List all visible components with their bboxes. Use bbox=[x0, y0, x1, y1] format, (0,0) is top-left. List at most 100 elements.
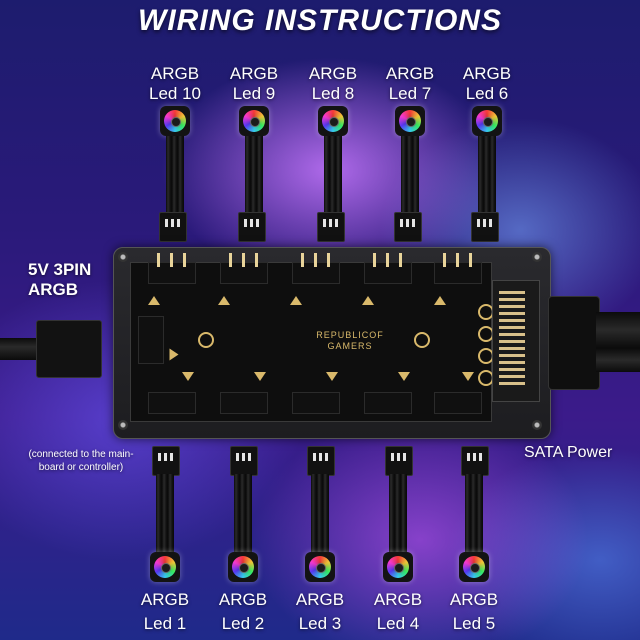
top-led-label-6: ARGB Led 6 bbox=[449, 64, 525, 104]
bottom-cable-1 bbox=[156, 474, 174, 554]
mount-hole-icon bbox=[414, 332, 430, 348]
arrow-right-icon bbox=[169, 348, 179, 361]
bottom-cable-5 bbox=[465, 474, 483, 554]
arrow-down-icon bbox=[462, 372, 474, 381]
top-cable-8 bbox=[324, 136, 342, 212]
top-led-6-line2: Led 6 bbox=[465, 84, 509, 103]
bottom-led-1-line2: Led 1 bbox=[143, 614, 187, 633]
top-led-7-line2: Led 7 bbox=[388, 84, 432, 103]
bottom-led-1-line1: ARGB bbox=[140, 590, 190, 609]
top-led-label-10: ARGB Led 10 bbox=[137, 64, 213, 104]
top-led-label-7: ARGB Led 7 bbox=[372, 64, 448, 104]
top-fan-icon-6 bbox=[472, 106, 502, 136]
top-plug-10 bbox=[159, 212, 187, 242]
bottom-fan-icon-2 bbox=[228, 552, 258, 582]
top-fan-icon-8 bbox=[318, 106, 348, 136]
top-led-10-line1: ARGB bbox=[150, 64, 200, 83]
input-note: (connected to the main- board or control… bbox=[16, 448, 146, 474]
brand-line1: REPUBLICOF bbox=[316, 330, 384, 340]
sata-connector bbox=[492, 280, 540, 402]
input-label-line2: ARGB bbox=[28, 280, 79, 299]
bottom-led-5-line2: Led 5 bbox=[452, 614, 496, 633]
bottom-led-label-4: ARGB Led 4 bbox=[360, 590, 436, 634]
bottom-cable-4 bbox=[389, 474, 407, 554]
input-note-line2: board or controller) bbox=[38, 462, 124, 473]
top-header bbox=[434, 253, 482, 284]
sata-cable bbox=[596, 312, 640, 372]
top-cable-9 bbox=[245, 136, 263, 212]
top-led-7-line1: ARGB bbox=[385, 64, 435, 83]
screw-icon bbox=[118, 420, 128, 430]
bottom-header bbox=[220, 392, 268, 414]
input-connector bbox=[36, 320, 102, 378]
bottom-led-label-3: ARGB Led 3 bbox=[282, 590, 358, 634]
mount-hole-icon bbox=[198, 332, 214, 348]
bottom-led-label-1: ARGB Led 1 bbox=[127, 590, 203, 634]
top-header bbox=[292, 253, 340, 284]
arrow-up-icon bbox=[434, 296, 446, 305]
arrow-up-icon bbox=[218, 296, 230, 305]
arrow-down-icon bbox=[398, 372, 410, 381]
top-plug-9 bbox=[238, 212, 266, 242]
arrow-down-icon bbox=[326, 372, 338, 381]
bottom-led-2-line1: ARGB bbox=[218, 590, 268, 609]
bottom-plug-5 bbox=[461, 446, 489, 476]
arrow-up-icon bbox=[362, 296, 374, 305]
top-led-9-line2: Led 9 bbox=[232, 84, 276, 103]
bottom-fan-icon-4 bbox=[383, 552, 413, 582]
arrow-up-icon bbox=[148, 296, 160, 305]
bottom-fan-icon-3 bbox=[305, 552, 335, 582]
bottom-header bbox=[434, 392, 482, 414]
input-header bbox=[138, 316, 164, 364]
bottom-led-4-line2: Led 4 bbox=[376, 614, 420, 633]
bottom-cable-2 bbox=[234, 474, 252, 554]
top-cable-10 bbox=[166, 136, 184, 212]
top-header bbox=[364, 253, 412, 284]
bottom-led-label-2: ARGB Led 2 bbox=[205, 590, 281, 634]
top-header bbox=[220, 253, 268, 284]
top-led-10-line2: Led 10 bbox=[149, 84, 201, 103]
bottom-fan-icon-1 bbox=[150, 552, 180, 582]
top-led-label-8: ARGB Led 8 bbox=[295, 64, 371, 104]
input-label-line1: 5V 3PIN bbox=[28, 260, 92, 279]
bottom-led-3-line1: ARGB bbox=[295, 590, 345, 609]
bottom-header bbox=[292, 392, 340, 414]
top-plug-8 bbox=[317, 212, 345, 242]
bottom-led-label-5: ARGB Led 5 bbox=[436, 590, 512, 634]
input-cable bbox=[0, 338, 40, 360]
screw-icon bbox=[532, 252, 542, 262]
top-header bbox=[148, 253, 196, 284]
bottom-header bbox=[148, 392, 196, 414]
top-fan-icon-9 bbox=[239, 106, 269, 136]
bottom-led-5-line1: ARGB bbox=[449, 590, 499, 609]
arrow-up-icon bbox=[290, 296, 302, 305]
bottom-fan-icon-5 bbox=[459, 552, 489, 582]
bottom-led-4-line1: ARGB bbox=[373, 590, 423, 609]
top-led-8-line2: Led 8 bbox=[311, 84, 355, 103]
top-led-9-line1: ARGB bbox=[229, 64, 279, 83]
arrow-down-icon bbox=[254, 372, 266, 381]
top-cable-7 bbox=[401, 136, 419, 212]
sata-plug bbox=[548, 296, 600, 390]
bottom-plug-4 bbox=[385, 446, 413, 476]
input-note-line1: (connected to the main- bbox=[28, 449, 134, 460]
top-fan-icon-7 bbox=[395, 106, 425, 136]
bottom-led-2-line2: Led 2 bbox=[221, 614, 265, 633]
bottom-plug-2 bbox=[230, 446, 258, 476]
screw-icon bbox=[532, 420, 542, 430]
top-plug-7 bbox=[394, 212, 422, 242]
top-led-6-line1: ARGB bbox=[462, 64, 512, 83]
sata-label: SATA Power bbox=[524, 444, 613, 461]
top-led-label-9: ARGB Led 9 bbox=[216, 64, 292, 104]
input-label: 5V 3PIN ARGB bbox=[28, 260, 91, 300]
top-cable-6 bbox=[478, 136, 496, 212]
top-led-8-line1: ARGB bbox=[308, 64, 358, 83]
bottom-plug-1 bbox=[152, 446, 180, 476]
bottom-header bbox=[364, 392, 412, 414]
arrow-down-icon bbox=[182, 372, 194, 381]
page-title: WIRING INSTRUCTIONS bbox=[138, 4, 502, 37]
top-plug-6 bbox=[471, 212, 499, 242]
top-fan-icon-10 bbox=[160, 106, 190, 136]
bottom-led-3-line2: Led 3 bbox=[298, 614, 342, 633]
bottom-cable-3 bbox=[311, 474, 329, 554]
